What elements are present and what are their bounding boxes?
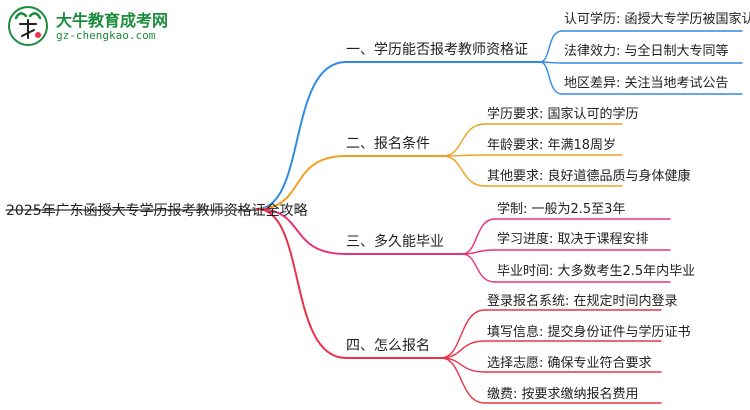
bull-logo-icon [8, 6, 48, 46]
leaf-4-4-connector [440, 357, 486, 404]
branch-4-connector [256, 208, 347, 359]
leaf-1-1: 认可学历: 函授大专学历被国家认可 [564, 12, 750, 27]
branch-1-label: 一、学历能否报考教师资格证 [346, 42, 528, 58]
branch-3-label: 三、多久能毕业 [346, 234, 444, 250]
leaf-4-1-connector [440, 309, 486, 359]
leaf-4-1: 登录报名系统: 在规定时间内登录 [487, 294, 678, 309]
leaf-4-3: 选择志愿: 确保专业符合要求 [487, 356, 652, 371]
leaf-4-2-connector [440, 340, 486, 359]
branch-4-label: 四、怎么报名 [346, 338, 430, 354]
leaf-2-1-connector [442, 123, 486, 157]
leaf-1-3: 地区差异: 关注当地考试公告 [564, 76, 729, 91]
leaf-1-2: 法律效力: 与全日制大专同等 [564, 44, 729, 59]
leaf-3-1: 学制: 一般为2.5至3年 [497, 202, 626, 217]
leaf-3-3: 毕业时间: 大多数考生2.5年内毕业 [497, 264, 696, 279]
branch-1-connector [256, 61, 347, 210]
leaf-1-3-connector [539, 61, 563, 95]
leaf-4-2: 填写信息: 提交身份证件与学历证书 [487, 325, 691, 340]
leaf-1-1-connector [539, 30, 563, 63]
leaf-3-3-connector [461, 253, 496, 283]
leaf-2-3-connector [442, 155, 486, 187]
branch-2-connector [256, 155, 347, 210]
leaf-3-2: 学习进度: 取决于课程安排 [497, 232, 649, 247]
logo-title: 大牛教育成考网 [56, 11, 169, 30]
leaf-2-1: 学历要求: 国家认可的学历 [487, 107, 639, 122]
site-logo[interactable]: 大牛教育成考网 gz-chengkao.com [6, 4, 216, 48]
leaf-2-2: 年龄要求: 年满18周岁 [487, 138, 617, 153]
branch-2-label: 二、报名条件 [346, 136, 430, 152]
branch-3-connector [256, 208, 347, 255]
logo-url: gz-chengkao.com [56, 29, 156, 42]
leaf-4-4: 缴费: 按要求缴纳报名费用 [487, 387, 639, 402]
leaf-3-1-connector [461, 218, 496, 255]
mindmap-root: 2025年广东函授大专学历报考教师资格证全攻略 [6, 203, 308, 219]
leaf-2-3: 其他要求: 良好道德品质与身体健康 [487, 169, 691, 184]
